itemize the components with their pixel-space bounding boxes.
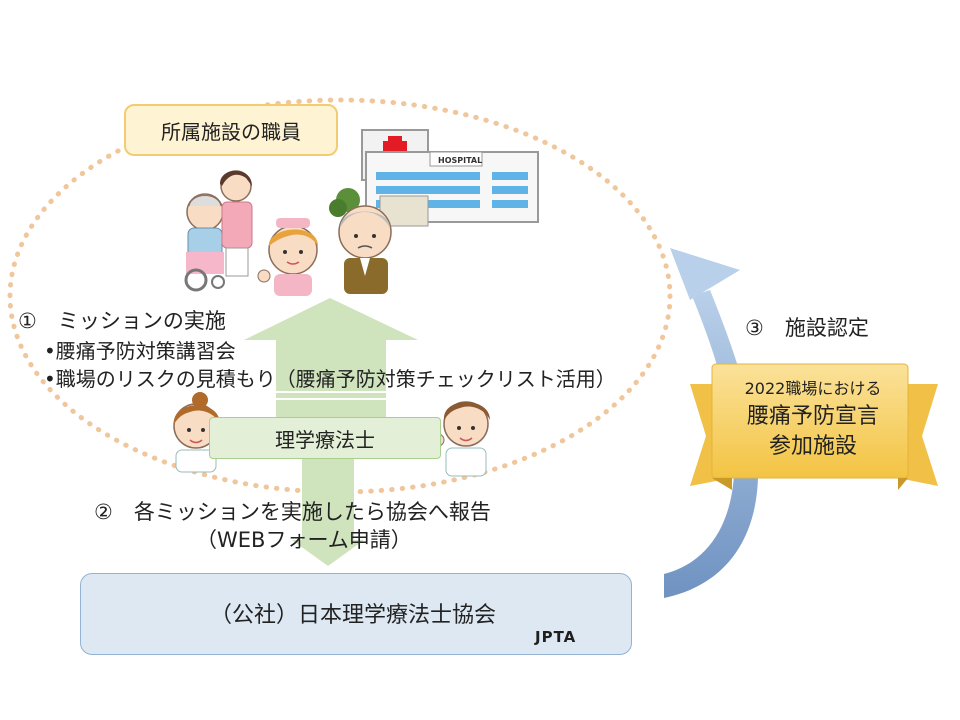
association-name: （公社）日本理学療法士協会: [210, 603, 497, 628]
ribbon-declaration-text: 腰痛予防宣言: [746, 404, 879, 429]
green-arrow: [244, 298, 418, 566]
report-web-form: （WEBフォーム申請）: [196, 528, 412, 552]
mission-title: ① ミッションの実施: [18, 309, 226, 333]
caregiver-illustration: [184, 170, 253, 292]
jpta-logo-text: JPTA: [535, 628, 577, 646]
ribbon-participant-text: 参加施設: [768, 434, 857, 459]
elderly-man-illustration: [338, 205, 392, 294]
staff-label: 所属施設の職員: [124, 104, 338, 156]
nurse-illustration: [257, 218, 318, 296]
hospital-sign: HOSPITAL: [438, 156, 482, 165]
ribbon-year-text: 2022職場における: [744, 379, 882, 398]
facility-certification: ③ 施設認定: [745, 316, 869, 340]
physical-therapist-label: 理学療法士: [209, 417, 441, 459]
ribbon-banner: [690, 363, 938, 490]
association-box: [80, 573, 632, 655]
hospital-illustration: HOSPITAL: [329, 129, 539, 227]
mission-item-seminar: •腰痛予防対策講習会: [44, 339, 236, 363]
report-instruction: ② 各ミッションを実施したら協会へ報告: [94, 500, 491, 524]
physical-therapist-left-illustration: [173, 392, 220, 473]
mission-item-risk-assessment: •職場のリスクの見積もり（腰痛予防対策チェックリスト活用）: [44, 367, 616, 391]
physical-therapist-right-illustration: [431, 401, 490, 477]
